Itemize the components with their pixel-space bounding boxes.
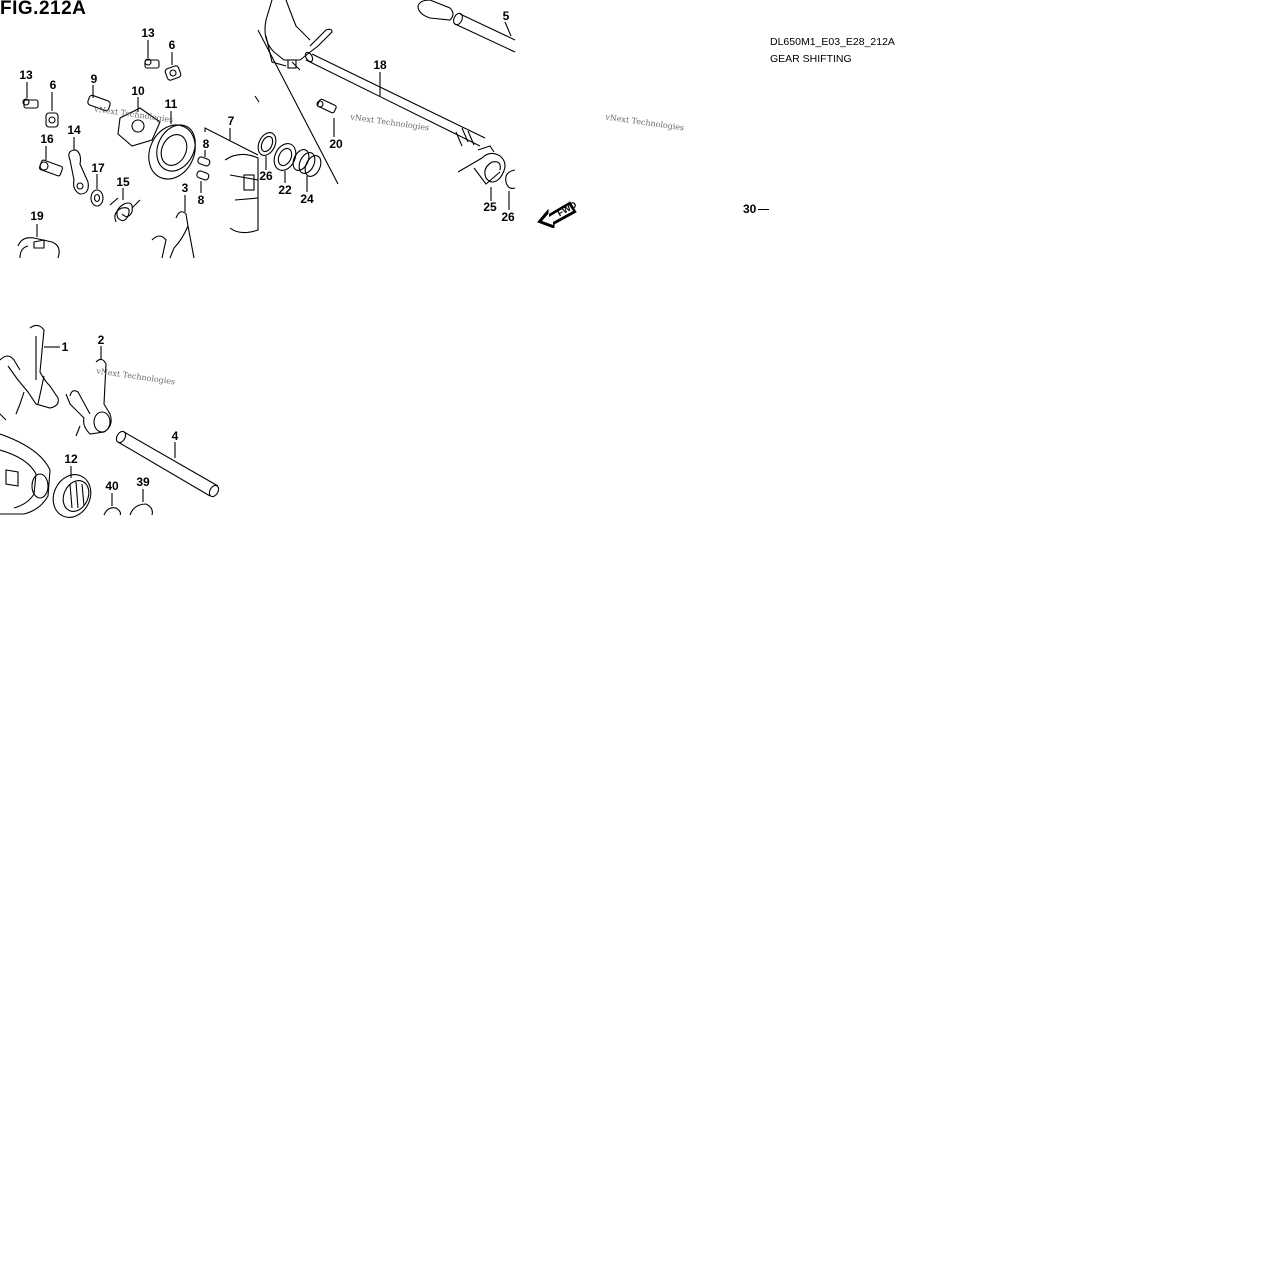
stopper-14	[68, 149, 89, 195]
part-number-4: 4	[171, 429, 179, 443]
part-number-13: 13	[19, 68, 33, 82]
spring-15	[109, 197, 141, 223]
part-number-12: 12	[64, 452, 78, 466]
shift-lever-top	[264, 0, 333, 71]
bolt-13-top	[144, 58, 160, 69]
shift-fork-2	[65, 358, 112, 437]
part-number-3: 3	[181, 181, 189, 195]
nut-6-left	[45, 112, 59, 128]
part-number-24: 24	[300, 192, 314, 206]
part-number-13: 13	[141, 26, 155, 40]
bearing-12	[52, 474, 92, 518]
part-number-40: 40	[105, 479, 119, 493]
shift-drum-lower	[0, 413, 51, 515]
spring-24	[292, 149, 322, 177]
return-spring-25	[457, 145, 506, 185]
part-number-39: 39	[136, 475, 150, 489]
part-number-10: 10	[131, 84, 145, 98]
part-number-16: 16	[40, 132, 54, 146]
part-number-7: 7	[227, 114, 235, 128]
shift-drum-7	[224, 153, 259, 234]
part-number-15: 15	[116, 175, 130, 189]
part-number-11: 11	[164, 97, 178, 111]
part-number-14: 14	[67, 123, 81, 137]
circlip-26	[257, 132, 277, 156]
shift-fork-1	[0, 324, 59, 415]
part-number-18: 18	[373, 58, 387, 72]
washer-22	[273, 143, 297, 171]
rod-4	[115, 430, 220, 498]
figure-title: FIG.212A	[0, 0, 87, 19]
figure-name: GEAR SHIFTING	[770, 53, 852, 65]
part-number-5: 5	[502, 9, 510, 23]
cam-plate-10	[117, 107, 161, 147]
plate-19	[17, 237, 60, 259]
bolt-20	[316, 98, 337, 114]
part-number-26: 26	[501, 210, 515, 224]
part-number-17: 17	[91, 161, 105, 175]
part-number-1: 1	[61, 340, 69, 354]
shift-shaft-18	[304, 51, 486, 147]
forward-direction-arrow: FWD	[537, 199, 578, 228]
part-number-9: 9	[90, 72, 98, 86]
part-number-25: 25	[483, 200, 497, 214]
pin-9	[87, 94, 111, 112]
shift-fork-3	[151, 211, 195, 259]
part-number-6: 6	[168, 38, 176, 52]
part-number-2: 2	[97, 333, 105, 347]
bolt-13-left	[22, 98, 39, 109]
callout-30: 30	[743, 202, 769, 216]
part-number-26: 26	[259, 169, 273, 183]
part-number-20: 20	[329, 137, 343, 151]
washer-17	[90, 189, 104, 207]
rod-5	[417, 0, 516, 53]
nut-6-top	[164, 65, 182, 81]
part-number-8: 8	[202, 137, 210, 151]
bolt-16	[38, 159, 64, 177]
part-number-8: 8	[197, 193, 205, 207]
figure-code: DL650M1_E03_E28_212A	[770, 36, 895, 48]
part-number-22: 22	[278, 183, 292, 197]
bearing-11	[148, 124, 196, 180]
part-number-19: 19	[30, 209, 44, 223]
part-number-6: 6	[49, 78, 57, 92]
